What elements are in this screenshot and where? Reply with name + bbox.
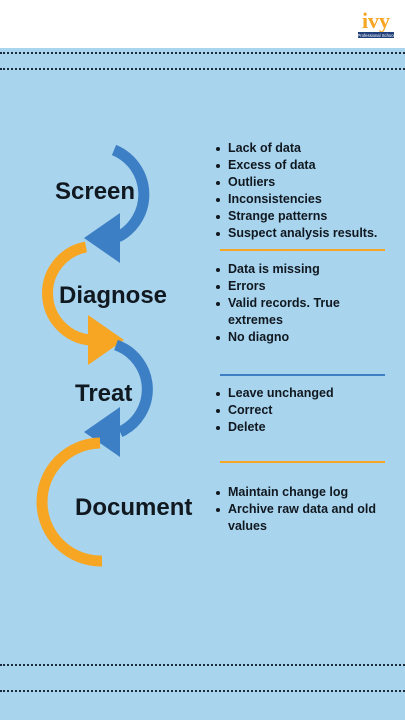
- treat-arc: [113, 339, 153, 437]
- screen-arc: [111, 144, 150, 242]
- top-dotted-divider: [0, 68, 405, 70]
- stage-label-screen: Screen: [55, 178, 136, 205]
- list-item: Maintain change log: [214, 484, 382, 501]
- list-item: Inconsistencies: [214, 191, 399, 208]
- bottom-dotted-divider: [0, 664, 405, 666]
- document-arc: [36, 437, 103, 567]
- list-item: Lack of data: [214, 140, 399, 157]
- infographic-panel: [0, 48, 405, 720]
- header-band: [0, 0, 405, 48]
- list-item: Correct: [214, 402, 394, 419]
- list-item: Data is missing: [214, 261, 394, 278]
- list-item: Leave unchanged: [214, 385, 394, 402]
- treat-list: Leave unchanged Correct Delete: [214, 385, 394, 436]
- list-item: Archive raw data and old values: [214, 501, 382, 535]
- list-item: Strange patterns: [214, 208, 399, 225]
- list-item: No diagno: [214, 329, 394, 346]
- top-dotted-divider: [0, 52, 405, 54]
- stage-label-diagnose: Diagnose: [59, 282, 168, 309]
- list-item: Valid records. True extremes: [214, 295, 394, 329]
- list-item: Outliers: [214, 174, 399, 191]
- list-item: Excess of data: [214, 157, 399, 174]
- diagnose-arrowhead: [88, 315, 124, 365]
- list-item: Suspect analysis results.: [214, 225, 399, 242]
- list-item: Delete: [214, 419, 394, 436]
- separator-blue: [220, 374, 385, 376]
- diagnose-arc: [42, 241, 91, 346]
- stage-label-treat: Treat: [75, 380, 133, 407]
- treat-arrowhead: [84, 407, 120, 457]
- separator-orange: [220, 461, 385, 463]
- ivy-logo: ivy Professional School: [356, 6, 396, 40]
- stage-label-document: Document: [75, 494, 193, 521]
- list-item: Errors: [214, 278, 394, 295]
- screen-arrowhead: [84, 213, 120, 263]
- logo-wordmark: ivy: [362, 8, 390, 33]
- diagnose-list: Data is missing Errors Valid records. Tr…: [214, 261, 394, 346]
- bottom-dotted-divider: [0, 690, 405, 692]
- separator-orange: [220, 249, 385, 251]
- screen-list: Lack of data Excess of data Outliers Inc…: [214, 140, 399, 242]
- document-list: Maintain change log Archive raw data and…: [214, 484, 382, 535]
- logo-subtext: Professional School: [357, 33, 394, 38]
